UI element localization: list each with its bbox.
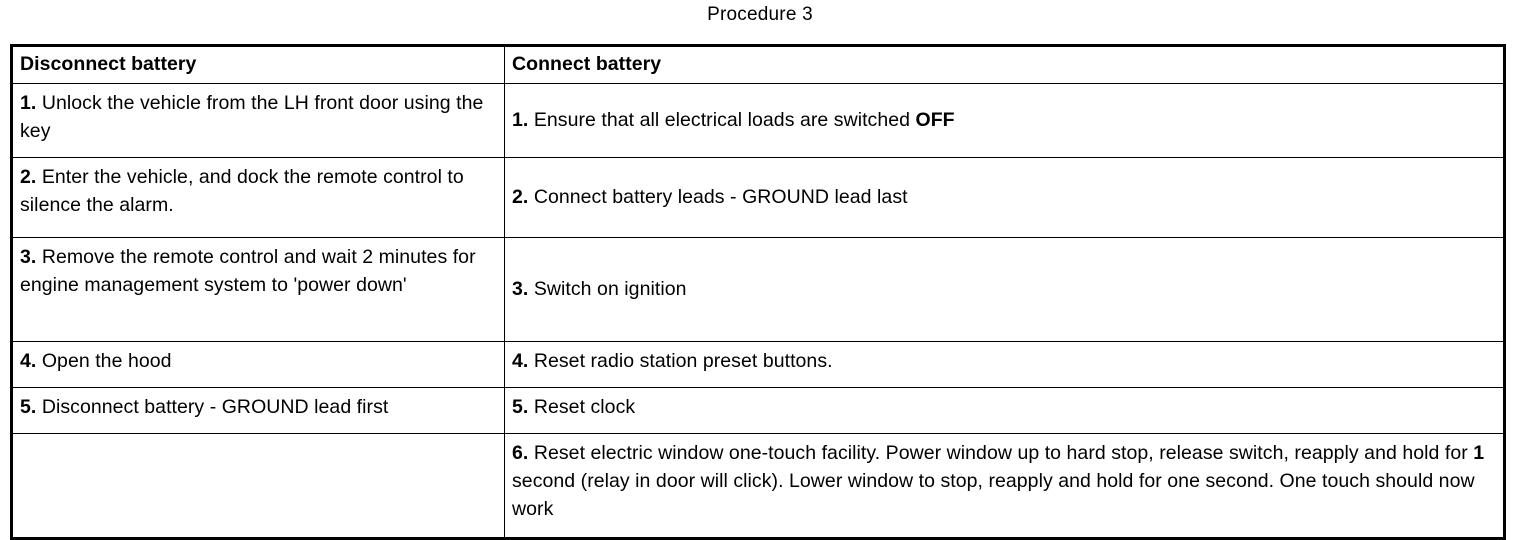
column-header-disconnect-battery: Disconnect battery — [11, 45, 505, 84]
connect-step-1-emphasis: OFF — [915, 109, 955, 131]
connect-step-6-text-after: second (relay in door will click). Lower… — [512, 470, 1475, 520]
connect-step-1-text: Ensure that all electrical loads are swi… — [533, 109, 916, 131]
connect-step-6: 6. Reset electric window one-touch facil… — [504, 433, 1505, 539]
connect-step-3: 3. Switch on ignition — [504, 237, 1505, 342]
disconnect-step-3-text: Remove the remote control and wait 2 min… — [20, 246, 476, 296]
procedure-table: Disconnect battery Connect battery 1. Un… — [10, 44, 1506, 540]
table-header-row: Disconnect battery Connect battery — [11, 45, 1505, 84]
connect-step-6-number: 6. — [512, 442, 529, 464]
connect-step-4-number: 4. — [512, 350, 529, 372]
connect-step-5: 5. Reset clock — [504, 387, 1505, 434]
disconnect-empty-cell — [11, 433, 505, 539]
connect-step-5-text: Reset clock — [533, 396, 636, 418]
connect-step-2: 2. Connect battery leads - GROUND lead l… — [504, 157, 1505, 238]
connect-step-6-text-before: Reset electric window one-touch facility… — [533, 442, 1474, 464]
connect-step-1: 1. Ensure that all electrical loads are … — [504, 83, 1505, 158]
disconnect-step-2: 2. Enter the vehicle, and dock the remot… — [11, 157, 505, 238]
page-title: Procedure 3 — [707, 4, 813, 25]
table-row: 3. Remove the remote control and wait 2 … — [11, 237, 1505, 342]
disconnect-step-1-number: 1. — [20, 92, 37, 114]
connect-step-4-text: Reset radio station preset buttons. — [533, 350, 833, 372]
disconnect-step-5-number: 5. — [20, 396, 37, 418]
disconnect-step-4: 4. Open the hood — [11, 341, 505, 388]
disconnect-step-5-text: Disconnect battery - GROUND lead first — [41, 396, 389, 418]
disconnect-step-5: 5. Disconnect battery - GROUND lead firs… — [11, 387, 505, 434]
disconnect-step-4-text: Open the hood — [41, 350, 172, 372]
column-header-connect-battery: Connect battery — [504, 45, 1505, 84]
disconnect-step-1: 1. Unlock the vehicle from the LH front … — [11, 83, 505, 158]
connect-step-1-number: 1. — [512, 109, 529, 131]
connect-step-2-number: 2. — [512, 186, 529, 208]
document-page: Procedure 3 Disconnect battery Connect b… — [10, 4, 1506, 540]
disconnect-step-3-number: 3. — [20, 246, 37, 268]
disconnect-step-4-number: 4. — [20, 350, 37, 372]
connect-step-3-number: 3. — [512, 278, 529, 300]
connect-step-6-emphasis: 1 — [1473, 442, 1485, 464]
table-row: 1. Unlock the vehicle from the LH front … — [11, 83, 1505, 158]
connect-step-3-text: Switch on ignition — [533, 278, 687, 300]
connect-step-4: 4. Reset radio station preset buttons. — [504, 341, 1505, 388]
disconnect-step-2-text: Enter the vehicle, and dock the remote c… — [20, 166, 464, 216]
disconnect-step-1-text: Unlock the vehicle from the LH front doo… — [20, 92, 484, 142]
disconnect-step-3: 3. Remove the remote control and wait 2 … — [11, 237, 505, 342]
disconnect-step-2-number: 2. — [20, 166, 37, 188]
table-row: 4. Open the hood 4. Reset radio station … — [11, 341, 1505, 388]
table-row: 5. Disconnect battery - GROUND lead firs… — [11, 387, 1505, 434]
connect-step-2-text: Connect battery leads - GROUND lead last — [533, 186, 908, 208]
table-row: 6. Reset electric window one-touch facil… — [11, 433, 1505, 539]
table-row: 2. Enter the vehicle, and dock the remot… — [11, 157, 1505, 238]
connect-step-5-number: 5. — [512, 396, 529, 418]
